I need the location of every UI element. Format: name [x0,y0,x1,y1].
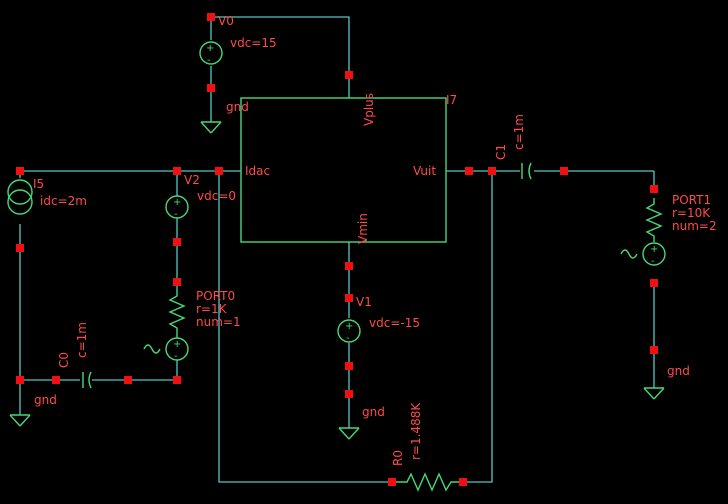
pin-markers [16,13,658,486]
gnd-label-i5: gnd [34,393,57,407]
v1-name: V1 [356,295,372,309]
voltage-source-icon [165,195,189,219]
port-source-icon [165,337,189,361]
pin-marker[interactable] [52,376,60,384]
pin-marker[interactable] [560,167,568,175]
port1-r: r=10K [672,206,711,220]
port-source-icon [642,242,666,266]
capacitor-c1[interactable]: C1 c=1m [494,114,532,180]
c0-value: c=1m [75,322,89,358]
c0-name: C0 [57,352,71,368]
pin-marker[interactable] [16,167,24,175]
c1-name: C1 [494,144,508,160]
port0-name: PORT0 [196,289,235,303]
resistor-r0[interactable]: R0 r=1.488K [391,402,463,492]
pin-marker[interactable] [465,167,473,175]
source-i5[interactable]: I5 idc=2m [7,177,87,215]
pin-marker[interactable] [207,13,215,21]
resistor-icon [645,198,663,242]
pin-label-vplus: Vplus [362,93,376,126]
svg-text:-: - [346,333,350,344]
ground-i5: gnd [9,393,57,427]
port0-num: num=1 [196,315,241,329]
pin-marker[interactable] [124,376,132,384]
svg-text:+: + [173,339,181,350]
current-source-icon [7,179,33,205]
pin-marker[interactable] [345,390,353,398]
pin-marker[interactable] [650,185,658,193]
resistor-icon [168,290,186,338]
svg-text:+: + [650,244,658,255]
v0-name: V0 [218,14,234,28]
port1-name: PORT1 [672,193,711,207]
pin-label-vmin: Vmin [356,213,370,244]
r0-value: r=1.488K [409,402,423,460]
pin-marker[interactable] [345,362,353,370]
svg-text:-: - [651,256,655,267]
block-instance-label: I7 [446,93,457,107]
port-port0[interactable]: + - PORT0 r=1K num=1 [143,289,241,362]
pin-label-idac: Idac [245,164,270,178]
sine-wave-icon [620,249,638,259]
wire-idac-r0[interactable] [218,171,393,483]
wires [19,16,655,483]
source-v1[interactable]: + - V1 vdc=-15 [337,295,420,344]
pin-marker[interactable] [207,84,215,92]
ground-v1: gnd [338,405,385,440]
v2-name: V2 [184,173,200,187]
source-v2[interactable]: + - V2 vdc=0 [165,173,236,220]
pin-marker[interactable] [16,244,24,252]
v2-value: vdc=0 [197,189,236,203]
resistor-icon [393,472,463,492]
i5-value: idc=2m [40,194,87,208]
block-i7[interactable] [240,97,447,243]
wire-r0-vuit[interactable] [463,171,493,483]
pin-marker[interactable] [173,238,181,246]
r0-name: R0 [391,450,405,466]
i5-name: I5 [33,177,44,191]
ground-v0: gnd [200,100,249,134]
pin-marker[interactable] [650,279,658,287]
svg-text:+: + [173,197,181,208]
pin-marker[interactable] [345,262,353,270]
wire-v0-vplus[interactable] [211,16,350,75]
pin-marker[interactable] [345,71,353,79]
svg-text:-: - [174,209,178,220]
pin-marker[interactable] [388,478,396,486]
source-v0[interactable]: + - V0 vdc=15 [199,14,277,66]
gnd-label-port1: gnd [667,364,690,378]
capacitor-c0[interactable]: C0 c=1m [57,322,92,389]
svg-text:+: + [345,321,353,332]
pin-marker[interactable] [345,294,353,302]
svg-text:+: + [206,43,214,54]
port-port1[interactable]: + - PORT1 r=10K num=2 [620,193,717,267]
port0-r: r=1K [196,302,228,316]
pin-marker[interactable] [488,167,496,175]
pin-label-vuit: Vuit [413,164,436,178]
svg-text:-: - [174,351,178,362]
port1-num: num=2 [672,219,717,233]
pin-marker[interactable] [459,478,467,486]
pin-marker[interactable] [173,167,181,175]
svg-text:-: - [207,55,211,66]
pin-marker[interactable] [215,167,223,175]
voltage-source-icon [199,41,223,65]
c1-value: c=1m [512,114,526,150]
gnd-label-v1: gnd [362,405,385,419]
gnd-label-v0: gnd [226,100,249,114]
ground-port1: gnd [643,364,690,400]
voltage-source-icon [337,319,361,343]
v1-value: vdc=-15 [369,316,420,330]
sine-wave-icon [143,344,161,354]
pin-marker[interactable] [650,346,658,354]
pin-marker[interactable] [16,376,24,384]
pin-marker[interactable] [173,278,181,286]
pin-marker[interactable] [173,376,181,384]
v0-value: vdc=15 [230,36,277,50]
